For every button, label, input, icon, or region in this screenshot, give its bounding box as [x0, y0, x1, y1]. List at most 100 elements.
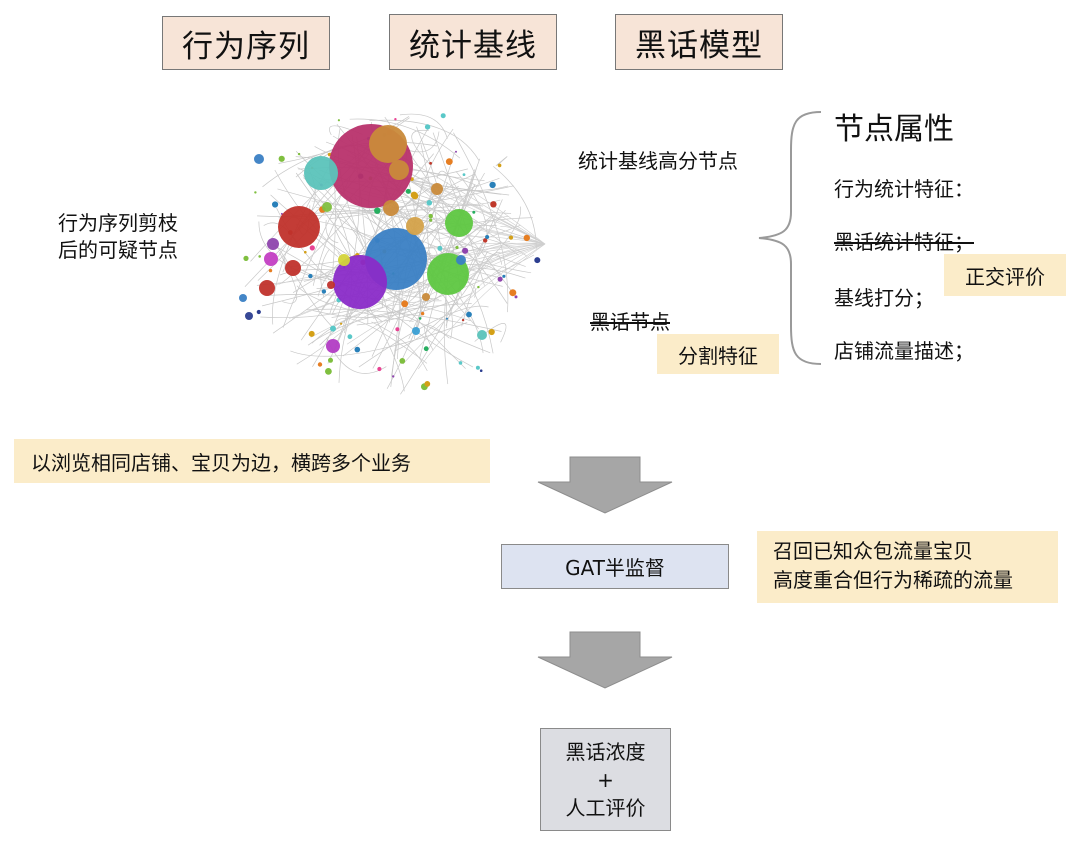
graph-node: [395, 327, 400, 332]
graph-node: [410, 191, 418, 199]
recall-note-line1: 召回已知众包流量宝贝: [773, 539, 973, 563]
graph-node: [490, 201, 497, 208]
graph-node: [317, 362, 323, 367]
graph-node-major: [389, 160, 409, 180]
graph-node: [461, 318, 465, 322]
graph-node: [354, 346, 361, 353]
graph-node: [377, 366, 382, 372]
graph-node: [340, 322, 343, 325]
graph-node: [401, 300, 409, 308]
graph-node-major: [285, 260, 301, 276]
graph-node: [466, 311, 472, 318]
recall-note-line2: 高度重合但行为稀疏的流量: [773, 568, 1013, 592]
graph-edge: [260, 277, 431, 318]
graph-node: [428, 213, 433, 219]
graph-node: [455, 245, 459, 250]
orthogonal-eval-note: 正交评价: [944, 254, 1066, 296]
graph-node: [394, 118, 397, 121]
graph-edge: [358, 305, 489, 368]
graph-node: [423, 346, 429, 352]
graph-node-major: [239, 294, 247, 302]
graph-node: [497, 276, 503, 282]
graph-node: [392, 375, 395, 378]
graph-edge: [445, 209, 506, 326]
network-graph: [239, 113, 546, 395]
graph-node: [424, 124, 431, 130]
graph-edge: [316, 207, 546, 245]
attr-shop-traffic: 店铺流量描述；: [834, 339, 974, 363]
recall-note: 召回已知众包流量宝贝 高度重合但行为稀疏的流量: [757, 531, 1058, 603]
graph-node: [374, 207, 381, 214]
graph-node: [325, 368, 332, 375]
graph-node: [309, 245, 315, 251]
graph-edge: [417, 246, 484, 354]
graph-node: [477, 285, 480, 289]
graph-edge: [412, 215, 509, 299]
graph-node: [330, 325, 336, 332]
graph-node: [347, 334, 353, 340]
graph-edge: [401, 169, 546, 245]
graph-edge: [271, 243, 491, 354]
graph-node: [509, 289, 517, 297]
graph-node: [445, 158, 453, 165]
graph-node: [440, 113, 446, 119]
graph-node-major: [304, 156, 338, 190]
graph-edge: [436, 170, 467, 207]
graph-node: [475, 365, 480, 370]
graph-node-major: [333, 255, 387, 309]
graph-node: [534, 257, 541, 264]
final-evaluation-box: 黑话浓度 + 人工评价: [540, 728, 671, 831]
graph-node: [429, 218, 433, 222]
graph-edge: [476, 242, 546, 256]
graph-edge: [325, 219, 339, 244]
pruned-suspicious-line2: 后的可疑节点: [58, 238, 178, 262]
graph-edge: [372, 289, 411, 369]
graph-edge: [411, 232, 528, 257]
graph-node: [458, 361, 463, 365]
pruned-suspicious-label: 行为序列剪枝 后的可疑节点: [58, 210, 178, 264]
graph-edge: [495, 156, 508, 167]
graph-node: [328, 357, 333, 363]
graph-node: [489, 181, 496, 189]
final-box-plus: +: [597, 767, 614, 792]
graph-node: [497, 163, 502, 168]
down-arrow-1: [537, 456, 673, 514]
graph-node: [308, 330, 315, 337]
graph-node-major: [456, 255, 466, 265]
tag-behavior-sequence: 行为序列: [162, 16, 330, 70]
graph-node-major: [326, 339, 340, 353]
graph-node: [508, 235, 514, 240]
graph-node-major: [383, 200, 399, 216]
graph-nodes: [239, 113, 541, 391]
graph-node: [502, 274, 506, 278]
graph-node: [437, 245, 443, 251]
graph-node-major: [431, 183, 443, 195]
graph-node: [485, 235, 490, 239]
graph-node: [304, 250, 307, 254]
node-attributes-title: 节点属性: [834, 112, 954, 147]
pruned-suspicious-line1: 行为序列剪枝: [58, 211, 178, 235]
graph-node-major: [477, 330, 487, 340]
baseline-high-score-label: 统计基线高分节点: [578, 149, 738, 173]
graph-edge: [371, 151, 455, 357]
graph-node: [429, 161, 432, 165]
graph-node: [405, 188, 411, 194]
graph-node: [258, 255, 261, 258]
graph-node-major: [369, 125, 407, 163]
graph-node: [278, 155, 285, 162]
graph-edge: [336, 318, 428, 364]
graph-node: [268, 268, 273, 273]
graph-edge: [408, 168, 477, 340]
attr-slang-stats: 黑话统计特征；: [834, 230, 974, 254]
graph-edge: [277, 188, 497, 226]
graph-node-major: [412, 327, 420, 335]
graph-node: [321, 289, 327, 294]
graph-edge: [356, 293, 472, 326]
graph-edge: [418, 243, 546, 370]
graph-node-major: [406, 217, 424, 235]
graph-node: [523, 234, 530, 242]
graph-edge: [394, 251, 488, 352]
attr-behavior-stats: 行为统计特征：: [834, 177, 974, 201]
graph-edge: [468, 189, 546, 245]
graph-edge: [461, 243, 546, 306]
